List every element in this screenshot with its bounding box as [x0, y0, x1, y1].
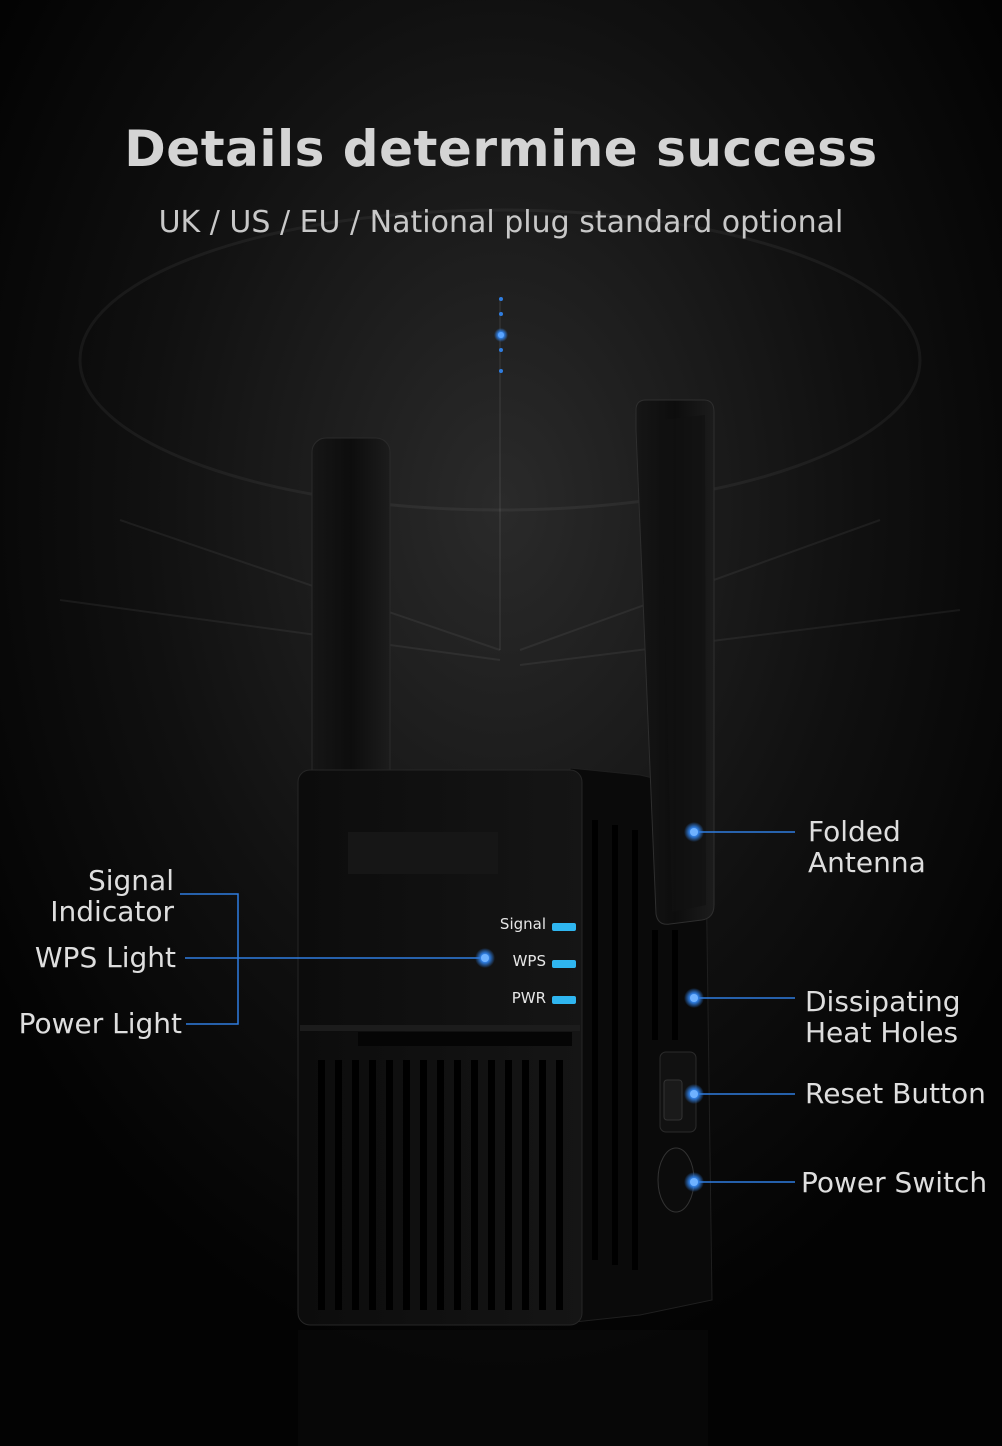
callout-folded-antenna: Folded Antenna [808, 815, 926, 879]
reflection [298, 1330, 708, 1446]
led-label-wps: WPS [512, 952, 546, 970]
callout-heat-holes: Dissipating Heat Holes [805, 985, 961, 1049]
callout-lines [180, 831, 795, 1183]
callout-reset-button: Reset Button [805, 1077, 986, 1110]
led-label-pwr: PWR [511, 989, 546, 1007]
status-leds [552, 923, 576, 1004]
page-title: Details determine success [124, 120, 878, 178]
led-label-signal: Signal [499, 915, 546, 933]
page-subtitle: UK / US / EU / National plug standard op… [158, 205, 844, 240]
front-groove [358, 1032, 572, 1046]
signal-led [552, 923, 576, 931]
callout-dots [475, 822, 704, 1192]
callout-power-switch: Power Switch [801, 1166, 988, 1199]
left-antenna [311, 437, 391, 784]
front-ridge [300, 1025, 580, 1031]
callout-power-light: Power Light [18, 1007, 182, 1040]
device-window [348, 832, 498, 874]
background-arc [78, 208, 922, 512]
callout-signal-indicator: Signal Indicator [50, 864, 174, 928]
reset-button-shape [663, 1079, 683, 1121]
front-vents [318, 1060, 563, 1310]
wps-led [552, 960, 576, 968]
divider-dots [494, 297, 508, 373]
callout-wps-light: WPS Light [34, 941, 176, 974]
side-vents [592, 820, 678, 1270]
pwr-led [552, 996, 576, 1004]
